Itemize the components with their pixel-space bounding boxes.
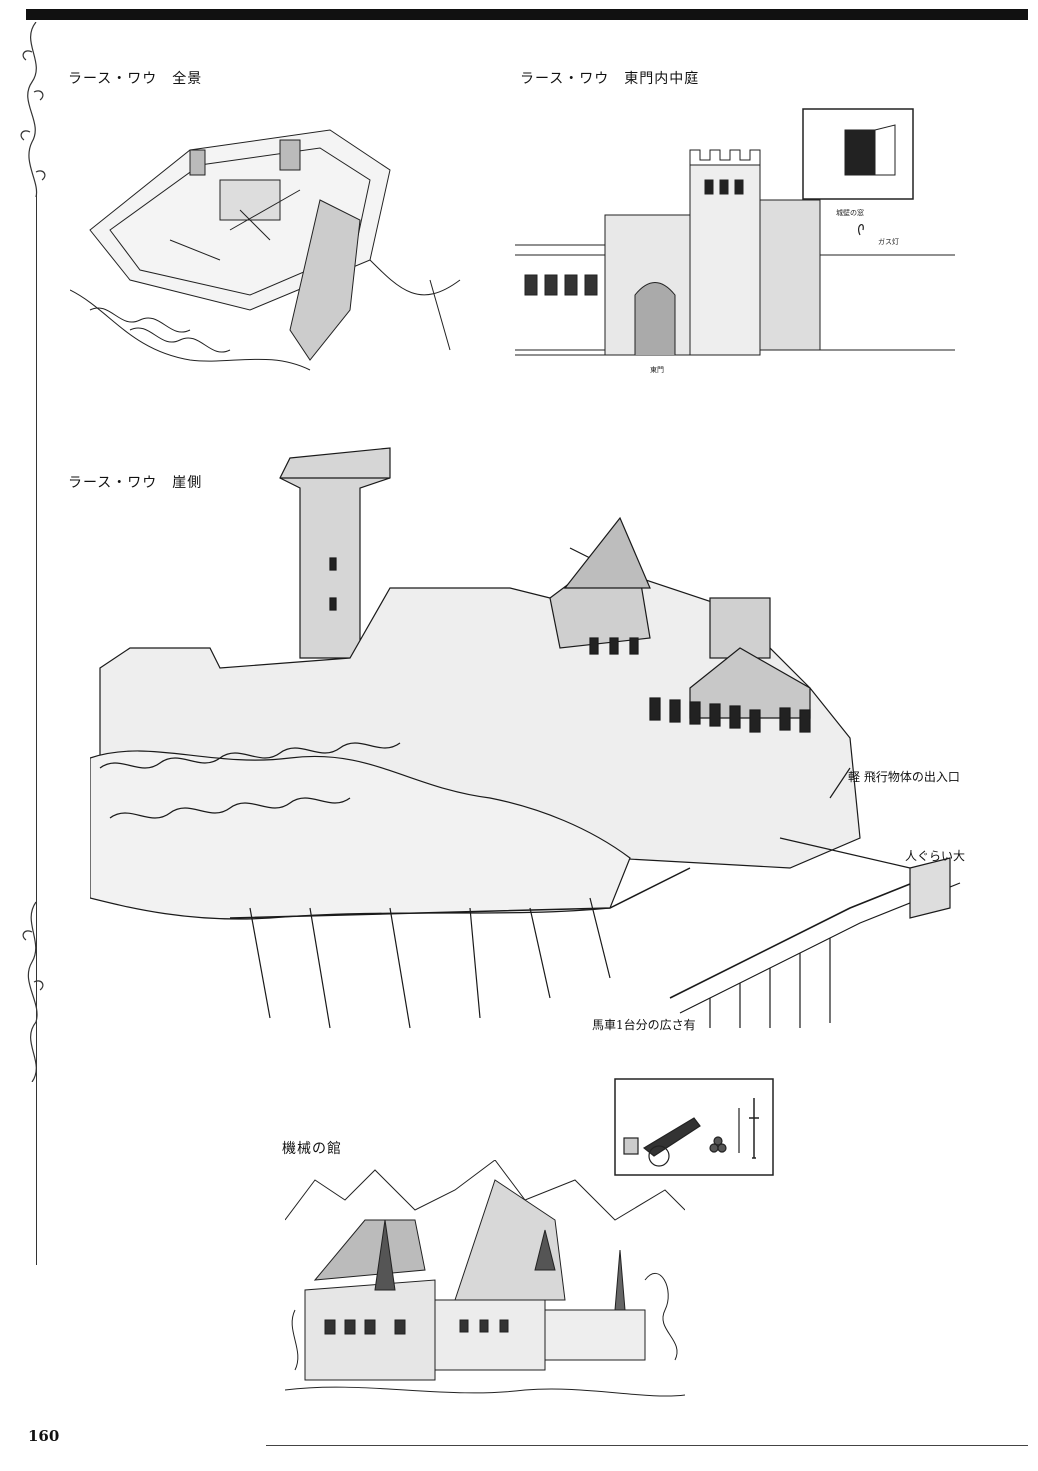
note-carriage-width: 馬車1台分の広さ有 (592, 1018, 696, 1032)
note-gas-lamp: ガス灯 (878, 238, 899, 246)
east-gate-illustration (515, 105, 955, 380)
margin-rule (36, 195, 37, 1265)
caption-panorama: ラース・ワウ 全景 (68, 71, 203, 87)
caption-machine-house: 機械の館 (282, 1141, 342, 1157)
note-person-size: 人ぐらい大 (905, 849, 966, 863)
note-east-gate: 東門 (650, 366, 664, 374)
top-rule (26, 9, 1028, 20)
caption-cliff-side: ラース・ワウ 崖側 (68, 475, 203, 491)
note-wall-window: 城壁の窓 (836, 209, 864, 217)
machine-house-illustration (285, 1160, 685, 1422)
cannon-inset-illustration (614, 1078, 774, 1176)
page-number: 160 (28, 1427, 60, 1445)
footer-rule (266, 1445, 1028, 1446)
note-aircraft-entrance: 軽 飛行物体の出入口 (848, 770, 960, 784)
caption-east-gate: ラース・ワウ 東門内中庭 (520, 71, 700, 87)
castle-panorama-illustration (70, 110, 470, 372)
vine-ornament (10, 21, 50, 1083)
cliff-side-castle-illustration (90, 438, 970, 1038)
